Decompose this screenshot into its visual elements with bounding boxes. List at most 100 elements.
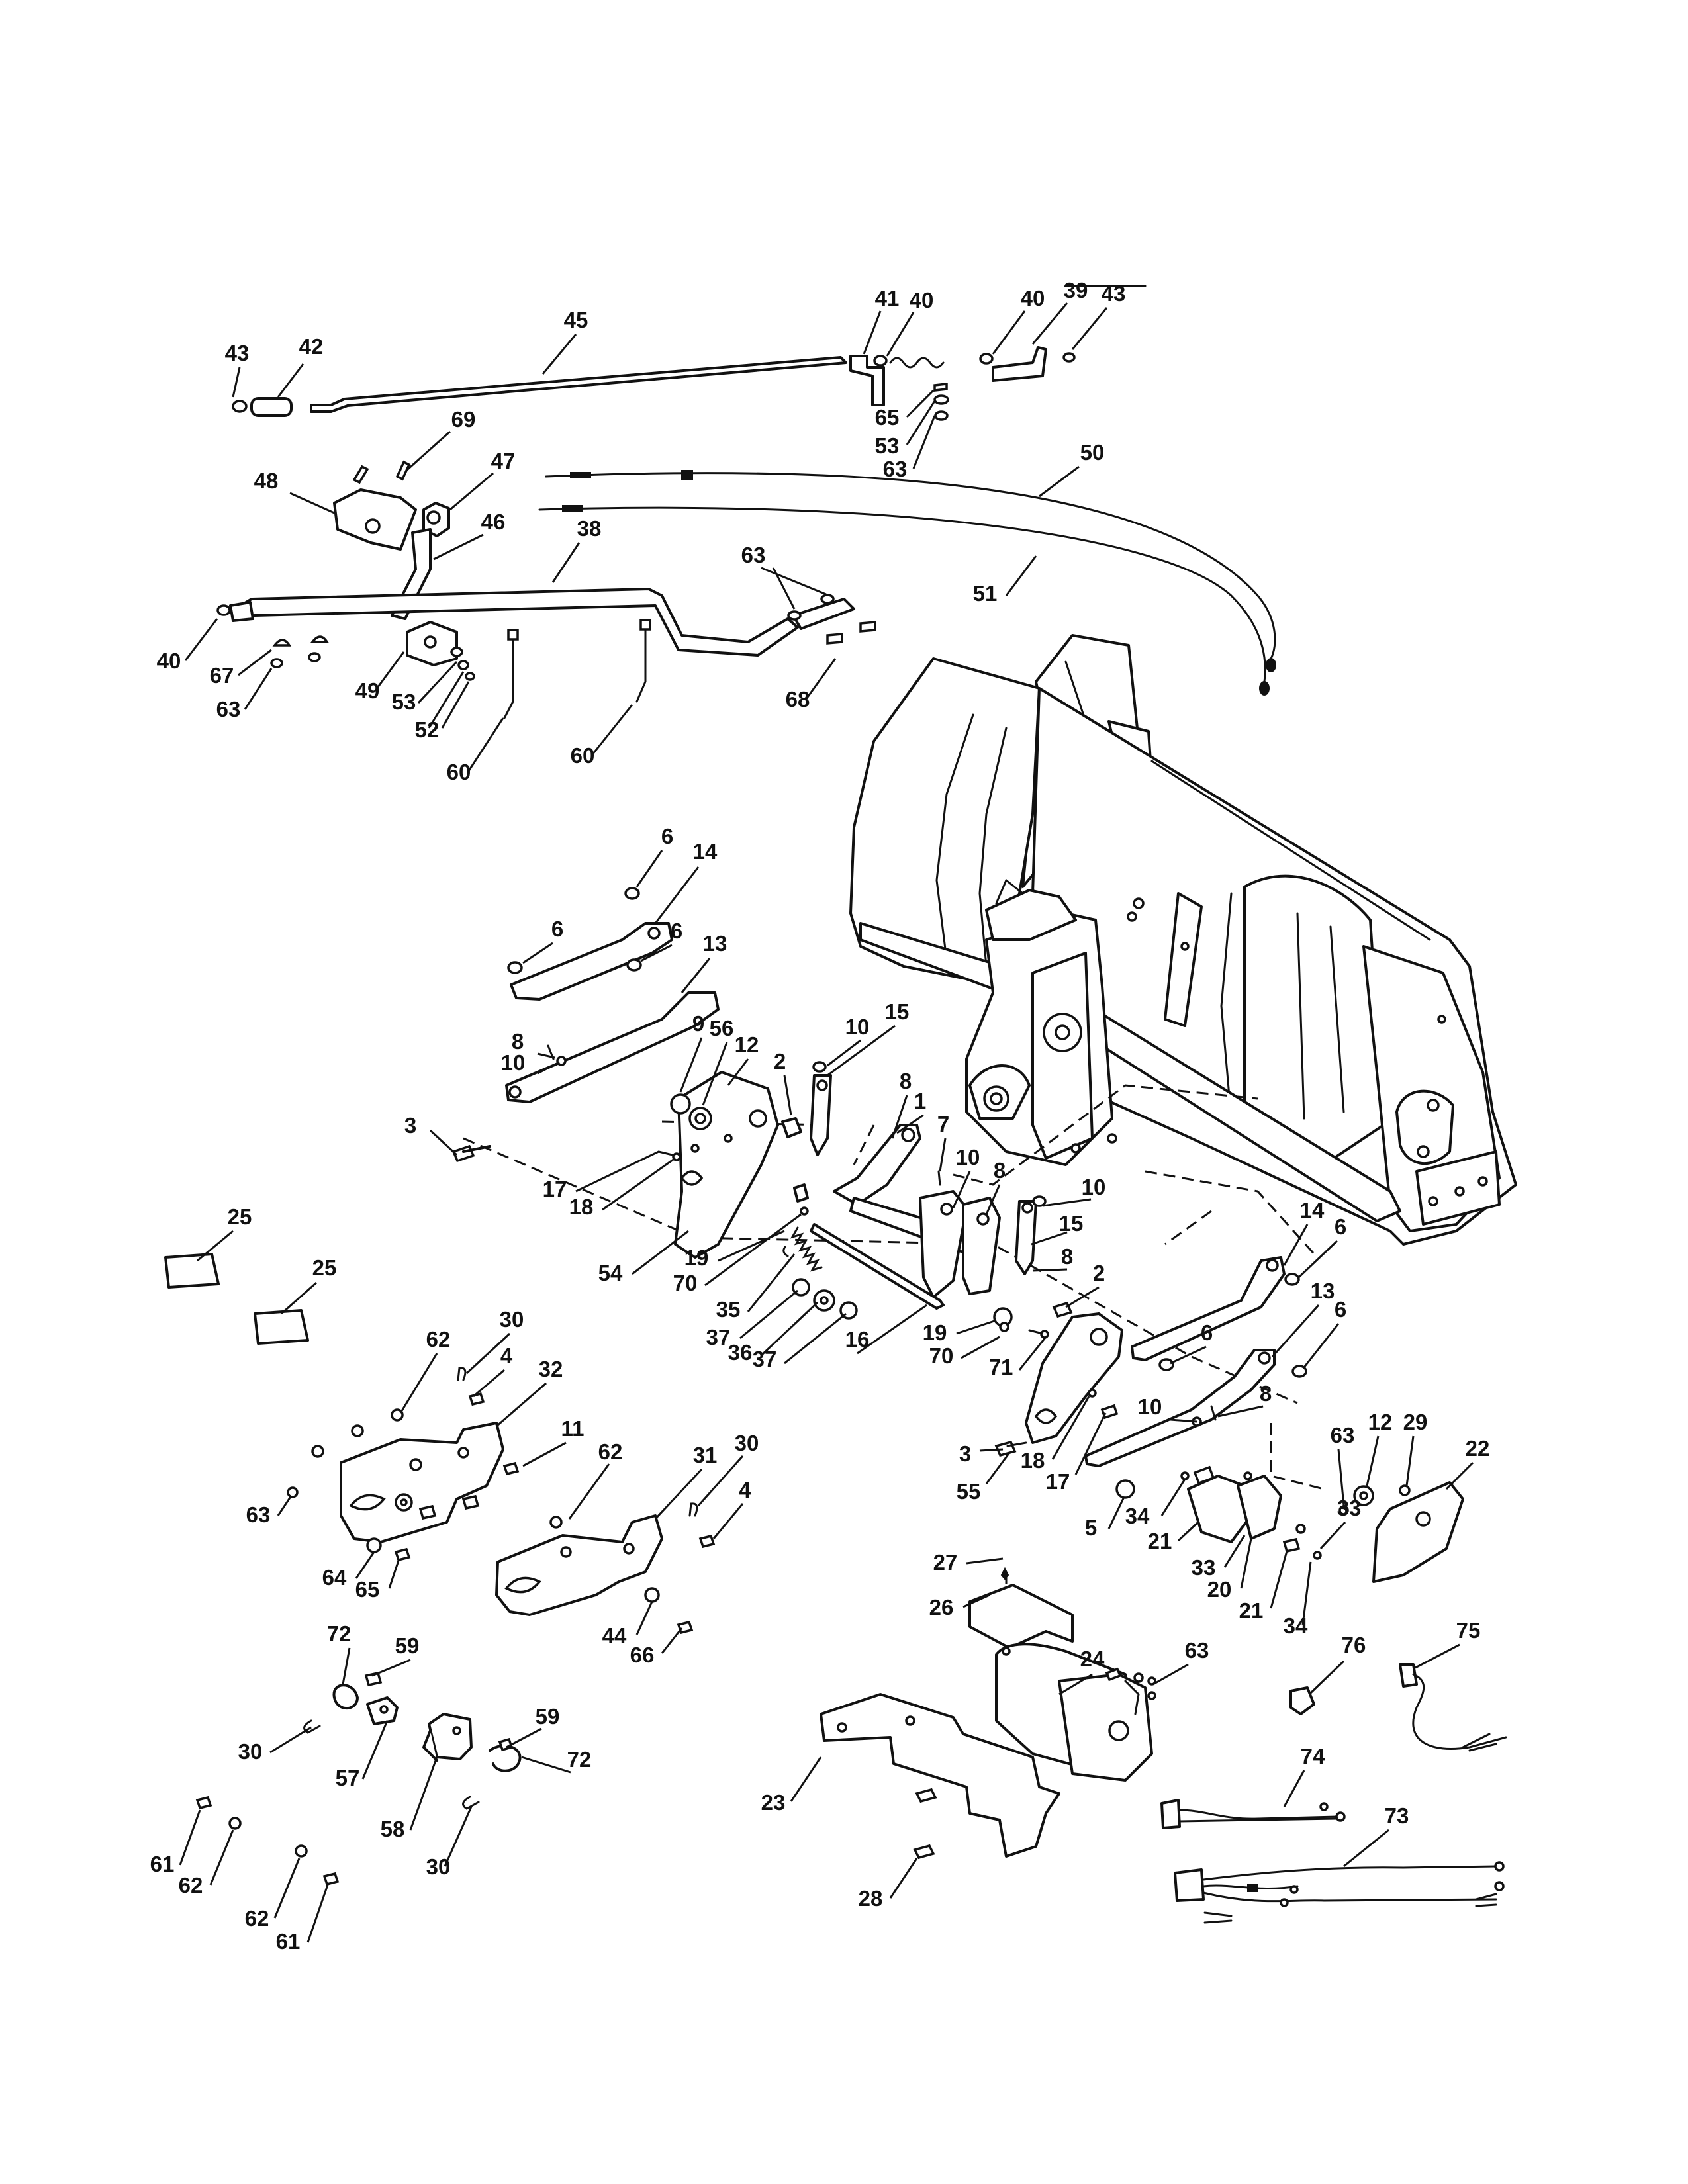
callout-10: 10 (1082, 1175, 1106, 1199)
cover-plate (968, 1584, 1074, 1649)
callout-41: 41 (875, 286, 900, 310)
callout-42: 42 (299, 334, 324, 359)
callout-18: 18 (1021, 1448, 1045, 1473)
callout-64: 64 (322, 1565, 347, 1590)
callout-47: 47 (491, 449, 516, 473)
callout-6: 6 (1201, 1320, 1213, 1345)
callout-30: 30 (500, 1307, 524, 1332)
callout-61: 61 (276, 1929, 301, 1954)
callout-48: 48 (254, 469, 279, 493)
callout-1: 1 (914, 1089, 926, 1113)
callout-40: 40 (157, 649, 181, 673)
pivot-bracket (406, 621, 475, 681)
callout-7: 7 (937, 1112, 949, 1136)
callout-21: 21 (1148, 1529, 1172, 1553)
callout-31: 31 (693, 1443, 718, 1467)
rod-and-spring (782, 1223, 945, 1320)
callout-54: 54 (598, 1261, 623, 1285)
left-pivot-plate (451, 1071, 779, 1259)
callout-61: 61 (150, 1852, 175, 1876)
wiring-harnesses (1160, 1663, 1507, 1924)
callout-35: 35 (716, 1297, 741, 1322)
cable-tie-left-head (507, 629, 519, 641)
center-links (781, 1061, 1047, 1298)
callout-67: 67 (210, 663, 234, 688)
callout-3: 3 (404, 1113, 416, 1138)
callout-8: 8 (512, 1029, 524, 1054)
skid-pad-left (164, 1253, 220, 1289)
callout-5: 5 (1085, 1516, 1097, 1540)
callout-6: 6 (671, 919, 682, 943)
callout-12: 12 (1368, 1410, 1393, 1434)
callout-66: 66 (630, 1643, 655, 1667)
callout-43: 43 (1102, 281, 1126, 306)
callout-23: 23 (761, 1790, 786, 1815)
leader-lines (179, 302, 1474, 1943)
callout-40: 40 (1021, 286, 1045, 310)
callout-46: 46 (481, 510, 506, 534)
callout-45: 45 (564, 308, 588, 332)
callout-33: 33 (1192, 1555, 1216, 1580)
callout-15: 15 (1059, 1211, 1084, 1236)
callout-53: 53 (875, 433, 900, 458)
callout-25: 25 (312, 1255, 337, 1280)
cables (538, 470, 1276, 696)
callout-56: 56 (710, 1016, 734, 1040)
callout-33: 33 (1337, 1496, 1362, 1520)
callout-52: 52 (415, 717, 440, 742)
cable-tie-right-head (639, 619, 651, 631)
dashed-line-8 (853, 1124, 875, 1165)
callout-24: 24 (1080, 1647, 1105, 1671)
cover-screw (1000, 1567, 1009, 1580)
callout-9: 9 (692, 1011, 704, 1036)
callout-37: 37 (706, 1325, 731, 1349)
callout-14: 14 (693, 839, 718, 864)
callout-19: 19 (684, 1246, 709, 1270)
callout-55: 55 (957, 1479, 981, 1504)
callout-51: 51 (973, 581, 998, 606)
dashed-line-3 (1145, 1170, 1319, 1259)
callout-6: 6 (661, 824, 673, 848)
callout-6: 6 (1335, 1214, 1346, 1239)
callout-10: 10 (1138, 1394, 1162, 1419)
right-mount-bracket (495, 1502, 716, 1635)
callout-43: 43 (225, 341, 250, 365)
callout-75: 75 (1456, 1618, 1481, 1643)
callout-4: 4 (739, 1478, 751, 1502)
callout-25: 25 (228, 1205, 252, 1229)
callout-63: 63 (883, 457, 908, 481)
snow-blower-housing (849, 634, 1517, 1246)
callout-27: 27 (933, 1550, 958, 1574)
callout-32: 32 (539, 1357, 563, 1381)
right-lift-arms (1084, 1256, 1307, 1467)
callout-8: 8 (1061, 1244, 1073, 1269)
callout-63: 63 (216, 697, 241, 721)
callout-16: 16 (845, 1327, 870, 1351)
callout-63: 63 (1331, 1423, 1355, 1447)
callout-68: 68 (786, 687, 810, 711)
callout-10: 10 (956, 1145, 980, 1169)
callout-34: 34 (1125, 1504, 1150, 1528)
callout-2: 2 (1093, 1261, 1105, 1285)
left-lift-arms (505, 887, 720, 1103)
shift-handle (216, 588, 876, 668)
callout-8: 8 (1260, 1381, 1272, 1406)
dashed-line-4 (1164, 1210, 1212, 1246)
dashed-line-6 (1270, 1423, 1325, 1490)
callout-71: 71 (989, 1355, 1013, 1379)
callout-34: 34 (1284, 1614, 1308, 1638)
callout-20: 20 (1207, 1577, 1232, 1602)
callout-63: 63 (246, 1502, 271, 1527)
callout-70: 70 (929, 1343, 954, 1368)
lift-rod (232, 346, 1076, 421)
callout-22: 22 (1466, 1436, 1490, 1461)
callout-18: 18 (569, 1195, 594, 1219)
callout-10: 10 (845, 1015, 870, 1039)
callout-62: 62 (179, 1873, 203, 1897)
callout-6: 6 (1335, 1297, 1346, 1322)
callout-59: 59 (536, 1704, 560, 1729)
callout-38: 38 (577, 516, 602, 541)
callout-58: 58 (381, 1817, 405, 1841)
